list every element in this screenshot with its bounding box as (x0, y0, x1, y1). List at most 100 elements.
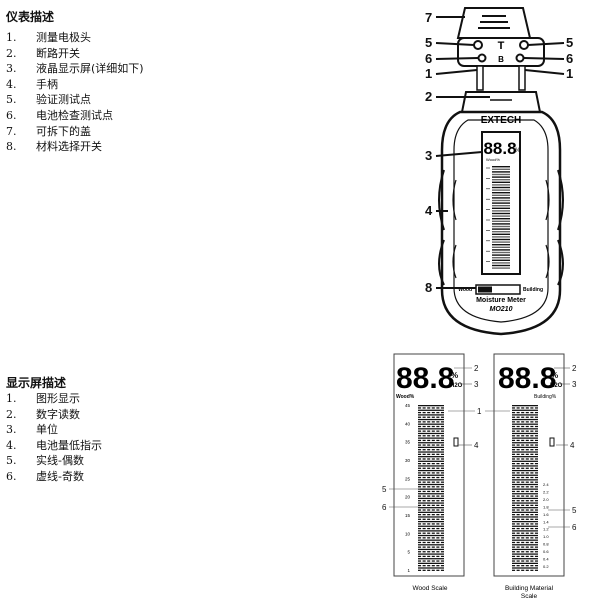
bar-segment-dashed (440, 532, 444, 534)
bar-segment-dashed (440, 453, 444, 455)
wood-unit-h2o: H2O (450, 383, 463, 389)
bar-segment-dashed (418, 462, 422, 465)
meter-bar-segment (492, 241, 510, 243)
bar-segment-solid (512, 502, 538, 504)
meter-bar-segment (492, 231, 510, 233)
bar-segment-dashed (516, 481, 520, 483)
bar-segment-dashed (525, 467, 529, 469)
bar-segment-dashed (431, 449, 435, 451)
bar-segment-dashed (418, 537, 422, 539)
bar-segment-dashed (422, 546, 426, 548)
bar-segment-dashed (436, 560, 440, 562)
bar-segment-dashed (521, 569, 525, 571)
bar-segment-dashed (512, 495, 516, 497)
bar-segment-dashed (525, 569, 529, 571)
bar-segment-dashed (516, 421, 520, 423)
bar-segment-dashed (530, 439, 534, 442)
bar-segment-dashed (512, 411, 516, 414)
bar-segment-dashed (440, 435, 444, 437)
bar-segment-solid (512, 530, 538, 532)
bar-segment-dashed (525, 486, 529, 488)
bar-segment-dashed (521, 416, 525, 418)
bar-segment-dashed (512, 472, 516, 474)
bar-segment-solid (512, 437, 538, 439)
wood-tick-label: 35 (405, 440, 411, 445)
bar-segment-solid (512, 520, 538, 523)
bar-segment-dashed (436, 537, 440, 539)
bar-segment-dashed (521, 453, 525, 455)
bar-segment-solid (418, 469, 444, 472)
bar-segment-dashed (525, 449, 529, 451)
meter-bar-segment (492, 202, 510, 204)
bar-segment-dashed (512, 532, 516, 534)
bar-segment-solid (512, 507, 538, 509)
bar-segment-solid (418, 423, 444, 425)
bar-segment-dashed (427, 476, 431, 479)
bar-segment-dashed (436, 541, 440, 544)
bar-segment-dashed (512, 467, 516, 469)
bar-segment-dashed (534, 504, 538, 507)
bar-segment-dashed (521, 458, 525, 460)
bar-segment-dashed (427, 458, 431, 460)
bar-segment-dashed (521, 518, 525, 520)
bar-segment-dashed (534, 551, 538, 553)
wood-tick-label: 5 (407, 550, 410, 555)
bar-segment-dashed (534, 537, 538, 539)
bar-segment-dashed (436, 546, 440, 548)
bar-segment-dashed (516, 509, 520, 511)
bar-segment-dashed (525, 490, 529, 493)
bar-segment-dashed (530, 518, 534, 520)
bar-segment-dashed (418, 490, 422, 493)
bar-segment-dashed (530, 509, 534, 511)
bar-segment-dashed (418, 458, 422, 460)
meter-bar-segment (492, 236, 510, 238)
wood-tick-label: 1 (407, 568, 410, 573)
bar-segment-dashed (530, 453, 534, 455)
bar-segment-dashed (516, 411, 520, 414)
bar-segment-dashed (534, 458, 538, 460)
bar-segment-solid (512, 479, 538, 481)
bar-segment-dashed (440, 509, 444, 511)
wood-tick-label: 25 (405, 476, 411, 481)
bar-segment-solid (512, 456, 538, 458)
bar-segment-dashed (516, 551, 520, 553)
bar-segment-dashed (431, 411, 435, 414)
bar-segment-dashed (516, 472, 520, 474)
bar-segment-dashed (427, 449, 431, 451)
bar-segment-dashed (440, 472, 444, 474)
bar-segment-dashed (534, 467, 538, 469)
bar-segment-dashed (516, 532, 520, 534)
wood-label: Wood% (396, 394, 415, 400)
bar-segment-dashed (512, 518, 516, 520)
bar-segment-dashed (512, 439, 516, 442)
bar-segment-solid (418, 409, 444, 411)
bar-segment-dashed (530, 458, 534, 460)
bar-segment-dashed (512, 435, 516, 437)
bar-segment-dashed (530, 504, 534, 507)
list-item-text: 电池量低指示 (36, 438, 102, 452)
bar-segment-dashed (422, 462, 426, 465)
bar-segment-solid (512, 428, 538, 430)
bar-segment-dashed (422, 532, 426, 534)
bar-segment-dashed (534, 495, 538, 497)
bar-segment-dashed (427, 504, 431, 507)
bar-segment-dashed (431, 439, 435, 442)
bar-segment-dashed (512, 541, 516, 544)
building-tick-label: 2.4 (543, 482, 549, 487)
bar-segment-solid (512, 548, 538, 551)
bar-segment-dashed (436, 444, 440, 446)
bar-segment-dashed (418, 546, 422, 548)
bar-segment-dashed (530, 462, 534, 465)
bar-segment-dashed (534, 523, 538, 525)
bar-segment-dashed (422, 560, 426, 562)
bar-segment-dashed (418, 514, 422, 516)
meter-bar-segment (492, 244, 510, 246)
wood-tick-label: 20 (405, 495, 411, 500)
bar-segment-solid (418, 418, 444, 421)
bar-segment-dashed (436, 458, 440, 460)
list-item: 1.测量电极头 (6, 30, 144, 46)
meter-bar-segment (492, 192, 510, 194)
bar-segment-dashed (525, 435, 529, 437)
bar-segment-dashed (436, 476, 440, 479)
bar-segment-dashed (440, 490, 444, 493)
